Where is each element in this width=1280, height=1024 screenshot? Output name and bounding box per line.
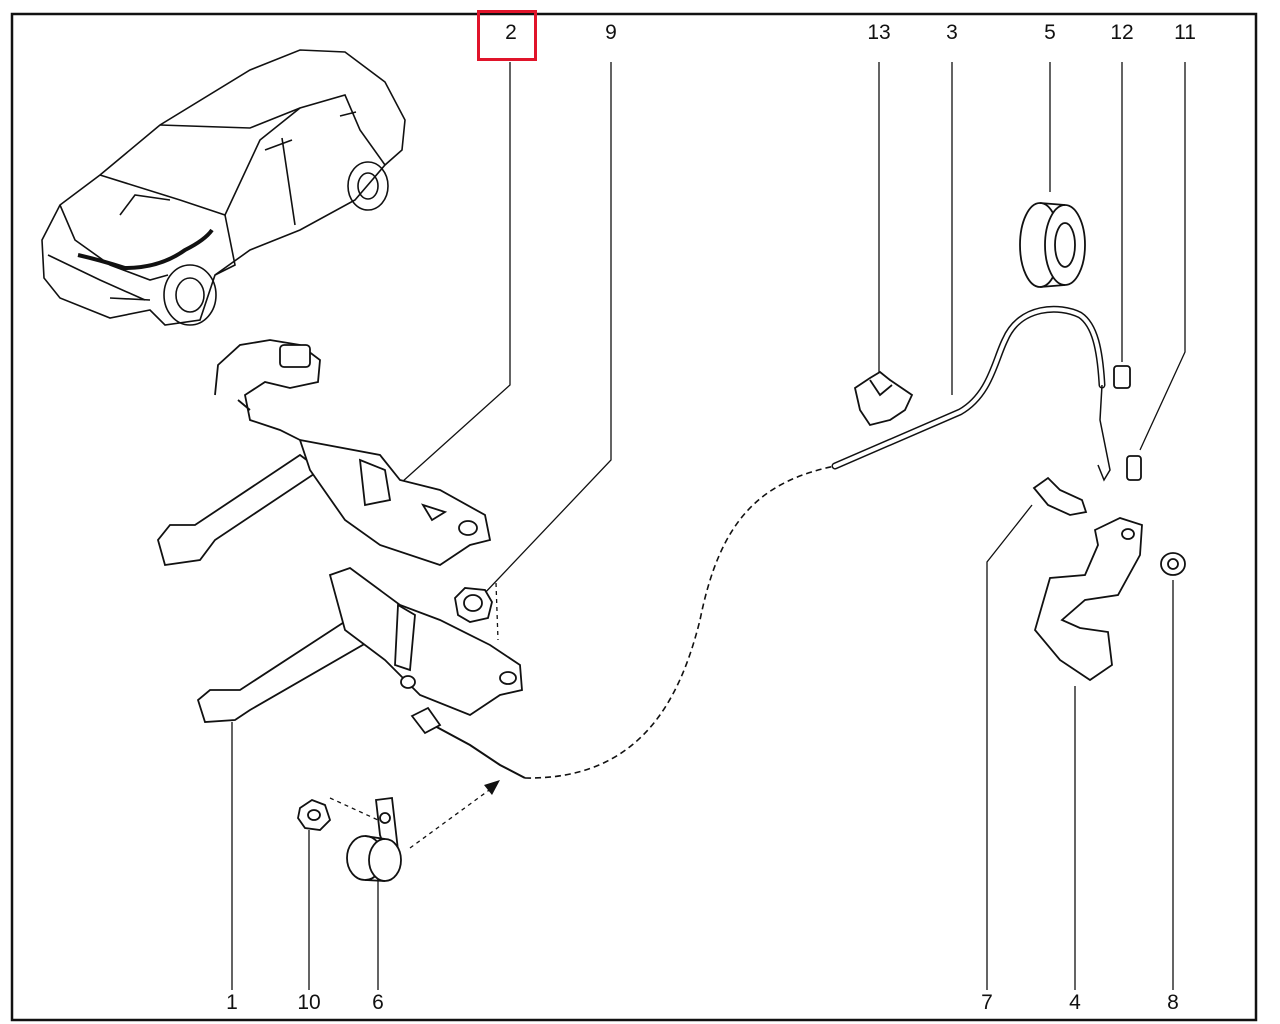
part-10-nut <box>297 798 332 831</box>
part-2-lock-assembly <box>157 339 492 567</box>
assembly-guides <box>329 582 499 849</box>
part-8-washer <box>1160 552 1186 576</box>
callout-4[interactable]: 4 <box>1069 991 1081 1014</box>
part-5-grommet <box>1019 202 1086 288</box>
part-4-lever <box>1034 517 1143 682</box>
part-3-cable <box>419 305 1111 779</box>
part-12-cap <box>1113 365 1131 389</box>
callout-5[interactable]: 5 <box>1044 21 1056 44</box>
part-9-bushing <box>454 587 493 623</box>
highlight-box <box>477 10 537 61</box>
callout-7[interactable]: 7 <box>981 991 993 1014</box>
callout-11[interactable]: 11 <box>1174 21 1196 44</box>
diagram-border <box>10 12 1258 1022</box>
callout-13[interactable]: 13 <box>867 21 891 44</box>
leader-lines <box>231 62 1186 990</box>
cable-end-fitting <box>410 706 442 735</box>
assembly-arrowhead <box>484 780 500 795</box>
part-7-pin <box>1032 476 1088 516</box>
part-6-bracket <box>346 796 402 882</box>
part-13-clip <box>853 370 914 427</box>
part-1-lock <box>196 566 523 723</box>
callout-3[interactable]: 3 <box>946 21 958 44</box>
callout-12[interactable]: 12 <box>1110 21 1134 44</box>
callout-2[interactable]: 2 <box>505 21 517 44</box>
part-11-sleeve <box>1126 455 1142 481</box>
callout-9[interactable]: 9 <box>605 21 617 44</box>
callout-1[interactable]: 1 <box>226 991 238 1014</box>
car-cable-highlight <box>77 228 214 271</box>
car-illustration <box>41 49 406 326</box>
callout-6[interactable]: 6 <box>372 991 384 1014</box>
callout-10[interactable]: 10 <box>297 991 321 1014</box>
callout-8[interactable]: 8 <box>1167 991 1179 1014</box>
